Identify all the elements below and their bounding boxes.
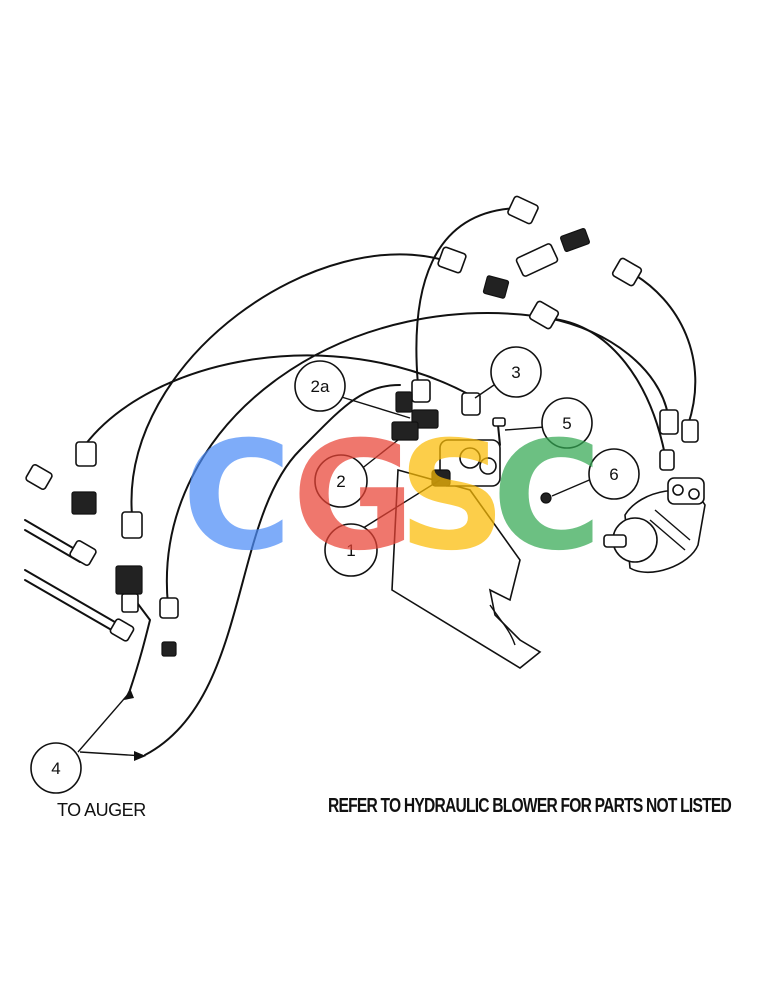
bolt-item-5: [497, 424, 501, 446]
fitting-left-edge: [25, 464, 53, 490]
callout-4-label: 4: [51, 759, 60, 778]
nut-item-6: [540, 492, 552, 504]
callout-6-label: 6: [609, 465, 618, 484]
fitting-right-top: [611, 257, 643, 287]
callout-2-label: 2: [336, 472, 345, 491]
bracket-slot: [489, 604, 516, 646]
fitting-left-tee: [71, 491, 97, 515]
fitting-auger-tee: [115, 565, 143, 595]
fitting-auger-nipple: [121, 593, 139, 613]
leader-lines: [77, 384, 595, 761]
refer-note: REFER TO HYDRAULIC BLOWER FOR PARTS NOT …: [328, 795, 732, 817]
fitting-right-a: [659, 409, 679, 435]
mounting-bracket: [391, 468, 542, 669]
motor-shaft: [603, 534, 627, 548]
to-auger-label: TO AUGER: [57, 800, 146, 820]
hydraulic-motor: [540, 477, 706, 573]
leader-c3: [474, 384, 495, 399]
motor-port-hole-1: [672, 484, 684, 496]
fitting-hose-top: [437, 246, 467, 274]
leader-c2a: [334, 394, 411, 419]
fitting-hose-end-mid: [121, 511, 143, 539]
fitting-elbow-top: [482, 275, 510, 299]
callout-2: 2: [314, 454, 368, 508]
callout-4: 4: [30, 742, 82, 794]
fitting-hose-end-low: [159, 597, 179, 619]
fitting-right-c: [659, 449, 675, 471]
fitting-right-b: [681, 419, 699, 443]
callout-5: 5: [541, 397, 593, 449]
hose-right-inner: [547, 317, 669, 416]
fitting-line-end-1: [69, 540, 97, 566]
callout-1-label: 1: [346, 541, 355, 560]
watermark-letter-s: S: [398, 410, 506, 584]
valve-port-a: [459, 447, 481, 469]
hose-to-auger: [144, 384, 401, 756]
arrowhead-c4-right: [134, 751, 146, 761]
watermark-letter-c1: C: [182, 410, 292, 584]
callout-3: 3: [490, 346, 542, 398]
fittings: [25, 195, 699, 657]
watermark-letter-c2: C: [492, 410, 602, 584]
callout-1: 1: [324, 523, 378, 577]
fitting-hose-end-left: [75, 441, 97, 467]
fitting-elbow-2: [391, 421, 419, 441]
bolt-head-item-5: [492, 417, 506, 427]
leader-c4-right: [79, 751, 145, 757]
fitting-tee-top: [560, 227, 590, 253]
arrowhead-c4-up: [124, 688, 134, 700]
motor-port-hole-2: [688, 488, 700, 500]
leader-c5: [504, 426, 546, 431]
callout-3-label: 3: [511, 363, 520, 382]
leader-c1: [359, 479, 441, 531]
fitting-hose-top-right: [507, 195, 539, 225]
motor-rib-1: [654, 509, 691, 541]
callout-6: 6: [588, 448, 640, 500]
hose-top-riser: [415, 207, 521, 386]
hose-left-outer: [84, 354, 471, 446]
fitting-line-end-2: [109, 618, 135, 642]
fitting-union: [515, 243, 559, 277]
hose-lines: [24, 207, 697, 756]
watermark-letter-g: G: [292, 410, 415, 584]
leader-c2: [359, 439, 399, 471]
hose-right-arc: [629, 271, 697, 426]
valve-port-b: [479, 457, 497, 475]
fitting-valve-top: [411, 379, 431, 403]
callout-2a: 2a: [294, 360, 346, 412]
hose-auger-return: [129, 599, 151, 691]
hose-left-long: [130, 253, 451, 516]
leader-c4-up: [77, 691, 131, 753]
watermark: C G S C: [182, 410, 602, 584]
callout-2a-label: 2a: [311, 377, 330, 396]
leader-c6: [551, 477, 595, 497]
fitting-2a-a: [395, 391, 413, 413]
motor-rib-2: [649, 519, 686, 551]
callout-5-label: 5: [562, 414, 571, 433]
rigid-line-2: [24, 569, 121, 626]
fitting-right-mid: [528, 300, 560, 330]
fitting-small-plug: [161, 641, 177, 657]
hose-center-loop: [165, 312, 666, 606]
rigid-line-2b: [24, 579, 116, 633]
valve-assembly: [391, 417, 542, 669]
